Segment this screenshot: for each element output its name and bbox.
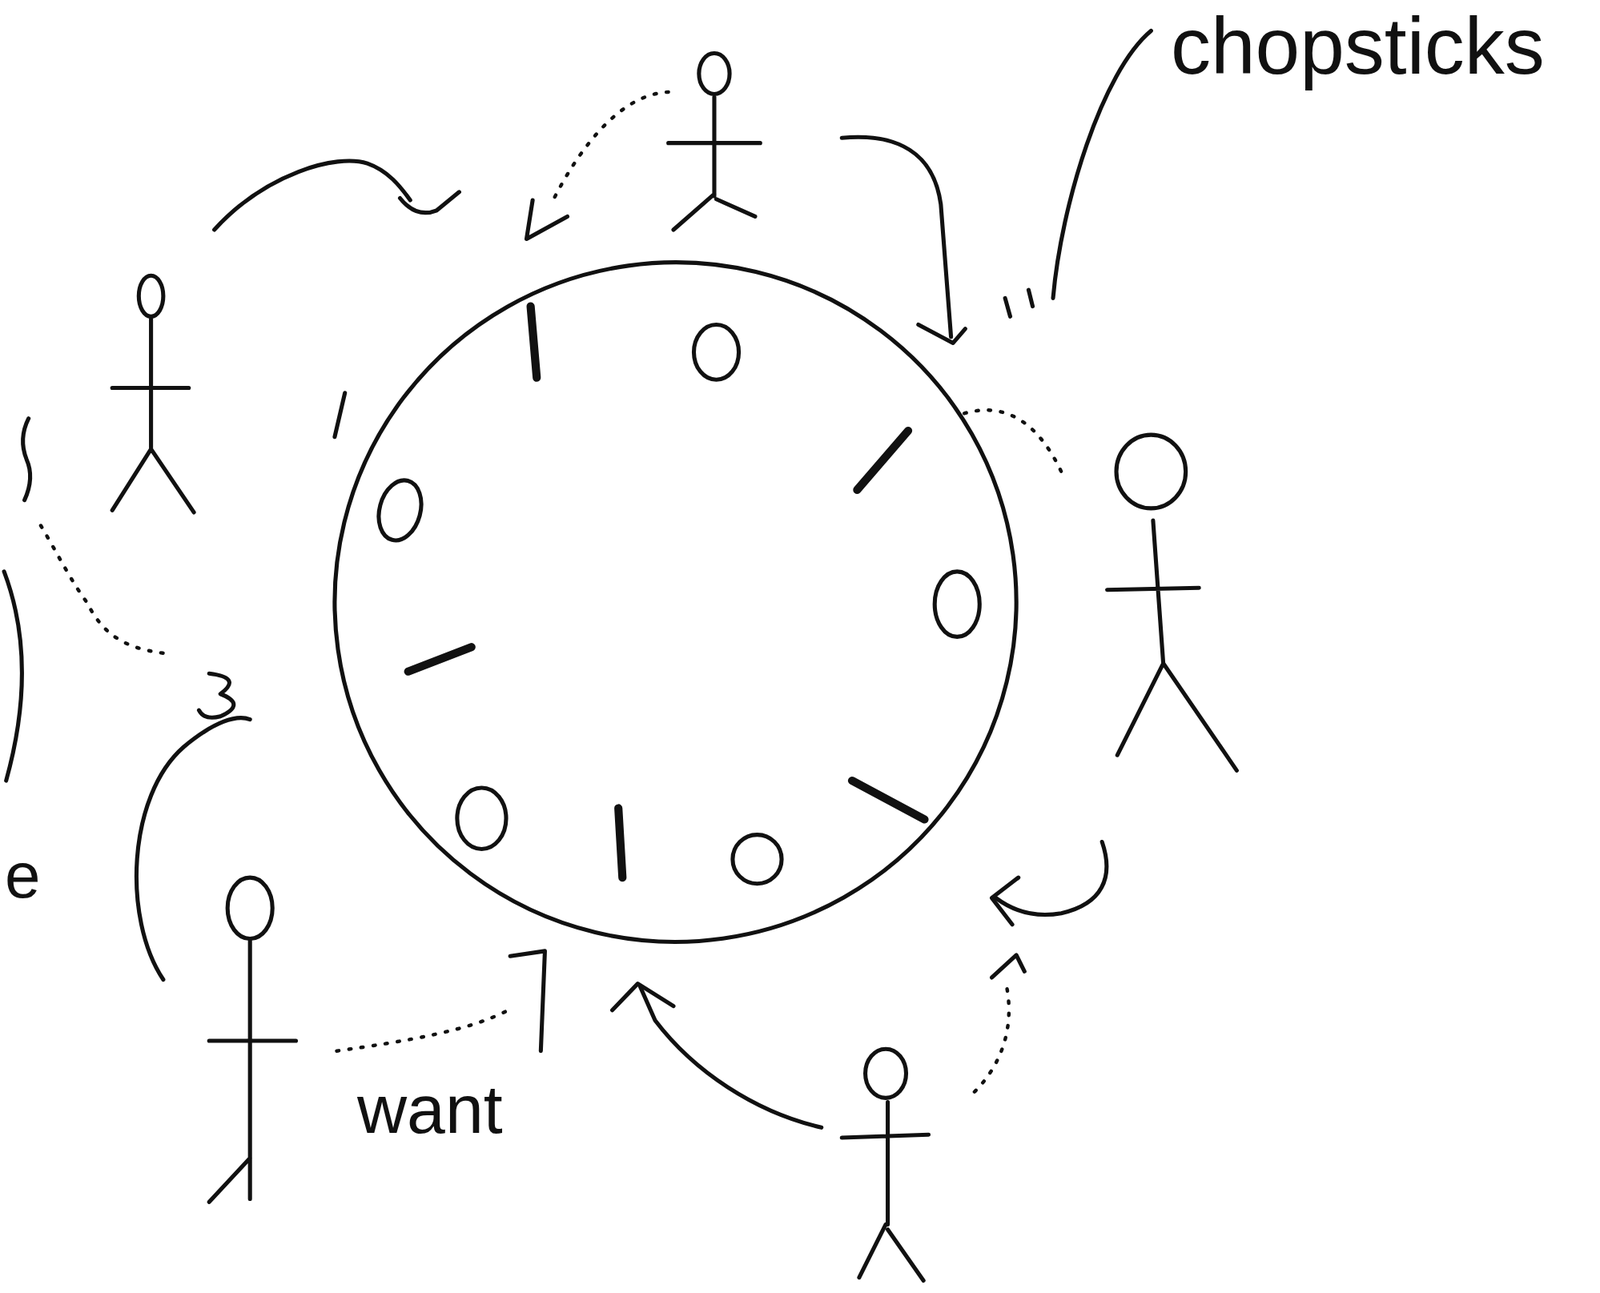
want-marks	[23, 200, 1026, 1052]
table	[290, 218, 1061, 987]
philosopher-bottom-right	[841, 1049, 929, 1281]
annotation-label: chopsticks	[1170, 1, 1545, 90]
annotation-label: want	[357, 1071, 503, 1148]
want-lines	[40, 92, 1062, 1093]
philosopher-top	[668, 53, 761, 230]
plates	[372, 324, 980, 884]
leader-line	[1053, 30, 1151, 298]
chopstick-mark	[1005, 289, 1033, 317]
philosopher-left	[112, 275, 194, 513]
philosopher-right	[1107, 434, 1238, 771]
cut-off-label: e	[4, 840, 41, 912]
reach-arrows	[136, 136, 1106, 1128]
bracket	[4, 571, 22, 781]
chopstick-mark	[334, 393, 346, 438]
chopsticks	[408, 306, 925, 879]
philosopher-bottom-left	[209, 877, 296, 1203]
